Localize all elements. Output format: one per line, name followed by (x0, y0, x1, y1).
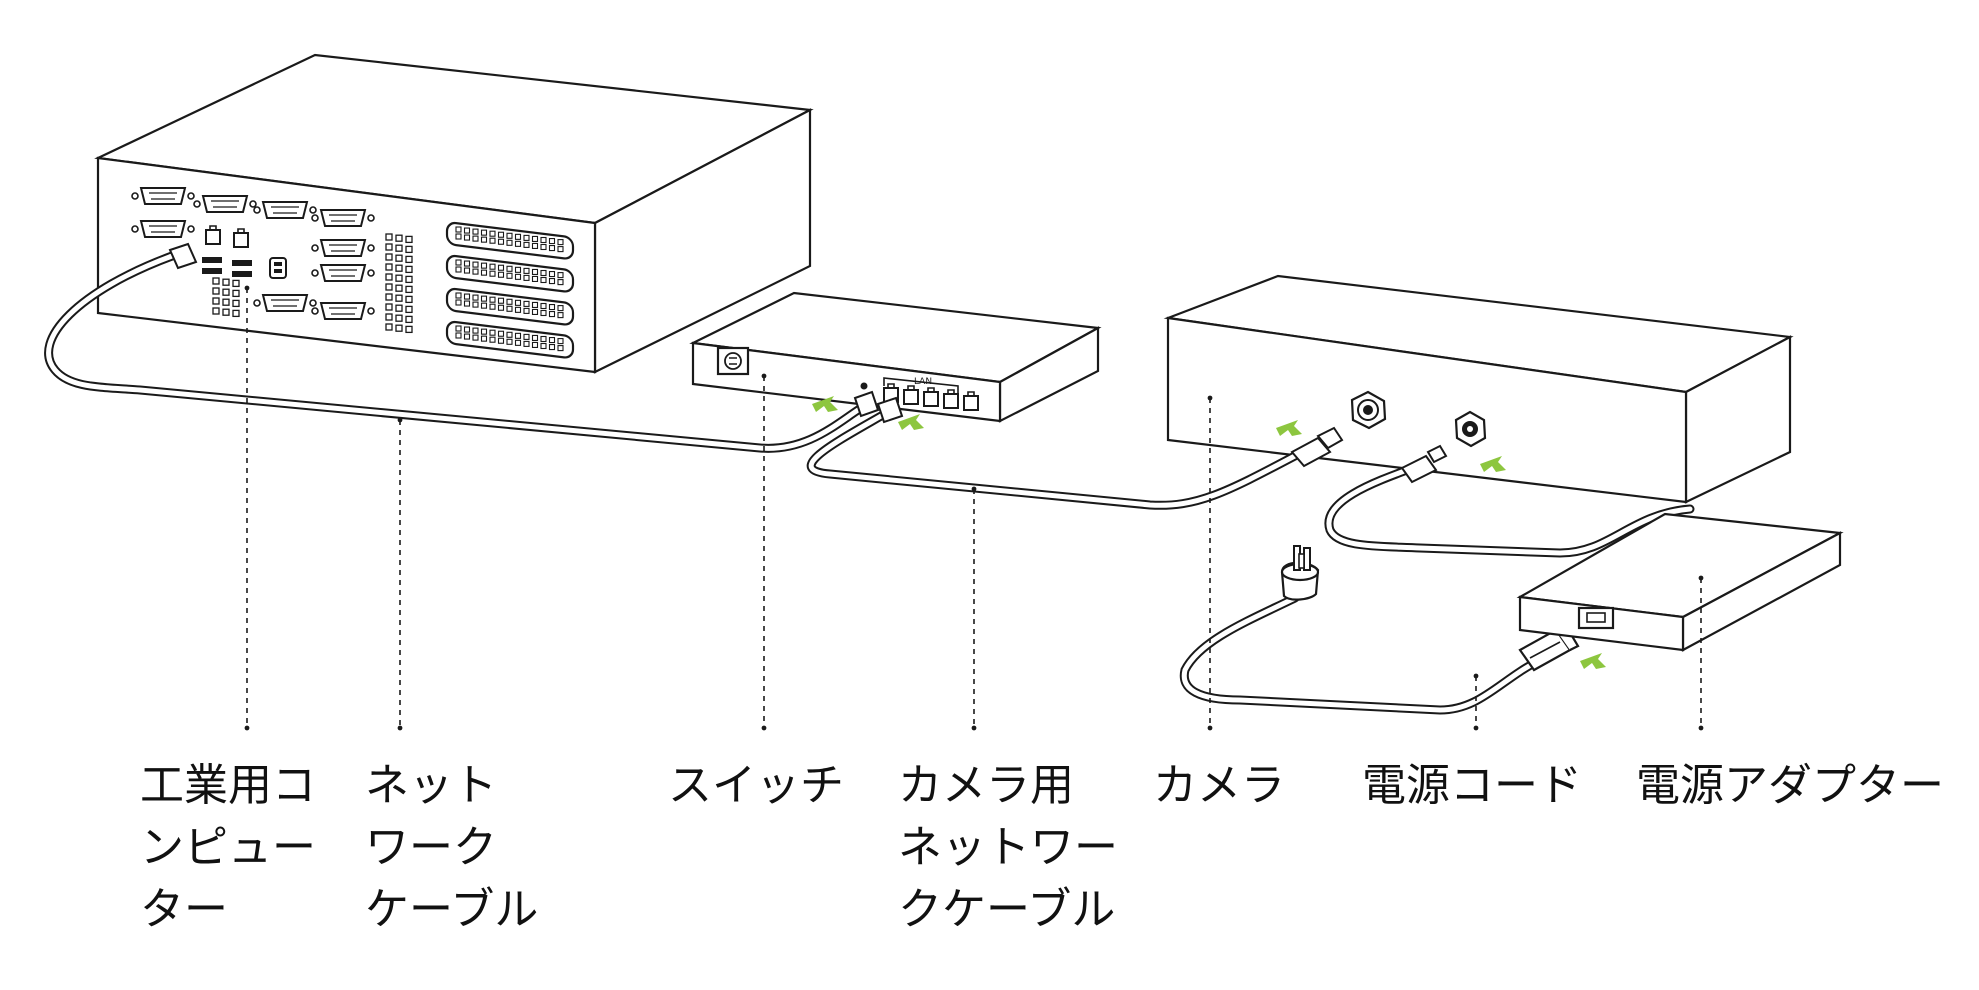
label-camera-network-cable: カメラ用ネットワークケーブル (898, 760, 1118, 935)
adapter-ac-inlet-icon (1577, 606, 1615, 630)
label-industrial-computer: 工業用コンピューター (140, 760, 316, 935)
lan-group-label: LAN (914, 377, 932, 387)
power-adapter (1516, 512, 1844, 652)
network-cable (44, 242, 880, 453)
vent-grid-small (212, 277, 240, 318)
wall-plug-icon (1280, 545, 1320, 601)
camera-box (1163, 274, 1794, 504)
power-cord (1179, 545, 1580, 715)
usb-port-icons (202, 257, 287, 279)
label-camera: カメラ (1153, 760, 1285, 811)
adapter-cable (1324, 444, 1695, 558)
power-inlet-icon (716, 346, 750, 376)
industrial-computer (94, 53, 814, 374)
lan-bracket (883, 377, 959, 394)
label-switch: スイッチ (668, 760, 844, 811)
label-network-cable: ネットワークケーブル (365, 760, 539, 935)
camera-network-port-icon (1350, 390, 1387, 430)
network-switch: LAN (689, 291, 1102, 423)
camera-front-face (1166, 316, 1688, 504)
label-power-adapter: 電源アダプター (1636, 760, 1944, 811)
leader-lines (244, 285, 1704, 731)
vent-grid-large (385, 233, 413, 334)
label-power-cord: 電源コード (1362, 760, 1582, 811)
camera-network-cable (806, 396, 1344, 510)
switch-status-led (860, 382, 868, 390)
io-module-icons (445, 221, 575, 359)
camera-power-port-icon (1454, 410, 1487, 448)
